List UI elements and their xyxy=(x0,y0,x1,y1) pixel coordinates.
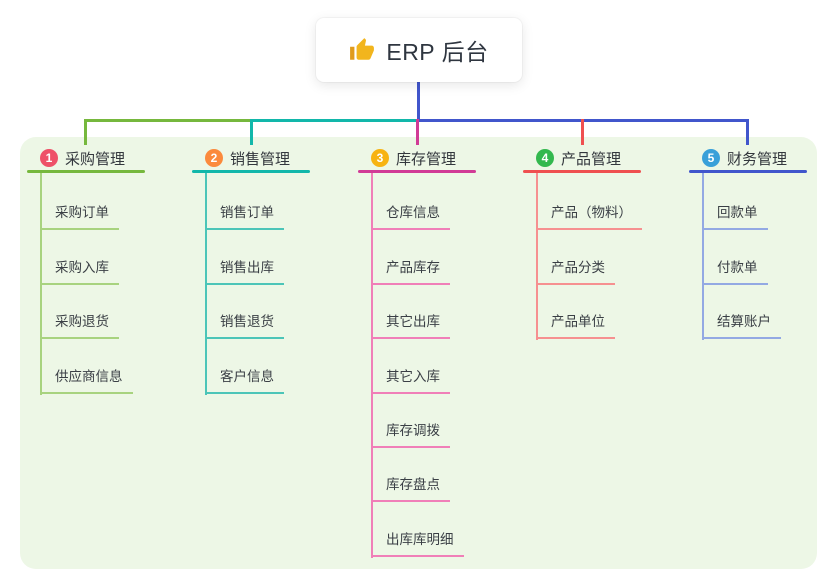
tree-leaf[interactable]: 付款单 xyxy=(702,256,768,285)
drop-connector-inventory xyxy=(416,119,419,145)
leaf-row: 产品单位 xyxy=(523,285,641,340)
branch-label: 产品管理 xyxy=(561,150,622,168)
tree-leaf[interactable]: 采购入库 xyxy=(40,256,119,285)
branch-underline xyxy=(358,170,476,173)
leaf-row: 供应商信息 xyxy=(27,339,145,394)
root-stem-connector xyxy=(417,82,420,122)
leaf-row: 其它入库 xyxy=(358,339,476,394)
connector-segment-purchase xyxy=(85,119,252,122)
branch-number-badge: 1 xyxy=(40,149,58,167)
tree-leaf[interactable]: 销售订单 xyxy=(205,201,284,231)
leaf-rows: 采购订单采购入库采购退货供应商信息 xyxy=(27,173,145,394)
branch-trunk-line xyxy=(371,173,373,558)
tree-leaf[interactable]: 产品（物料） xyxy=(536,201,642,231)
tree-leaf[interactable]: 结算账户 xyxy=(702,310,781,340)
branch-inventory-header[interactable]: 3 库存管理 xyxy=(358,146,476,170)
branch-underline xyxy=(689,170,807,173)
root-node[interactable]: ERP 后台 xyxy=(316,18,522,82)
tree-leaf[interactable]: 其它出库 xyxy=(371,310,450,340)
leaf-row: 客户信息 xyxy=(192,339,310,394)
branch-product-header[interactable]: 4 产品管理 xyxy=(523,146,641,170)
branch-sales-header[interactable]: 2 销售管理 xyxy=(192,146,310,170)
branch-trunk-line xyxy=(702,173,704,340)
leaf-row: 采购入库 xyxy=(27,230,145,285)
tree-leaf[interactable]: 产品分类 xyxy=(536,256,615,285)
tree-leaf[interactable]: 供应商信息 xyxy=(40,365,133,394)
leaf-row: 销售出库 xyxy=(192,230,310,285)
leaf-row: 付款单 xyxy=(689,230,807,285)
branch-product: 4 产品管理 产品（物料） 产品分类产品单位 xyxy=(523,146,642,340)
branch-underline xyxy=(523,170,641,173)
branch-finance: 5 财务管理 回款单付款单结算账户 xyxy=(689,146,807,340)
branch-trunk-line xyxy=(205,173,207,395)
branch-underline xyxy=(192,170,310,173)
branches-panel xyxy=(20,137,817,569)
leaf-row: 其它出库 xyxy=(358,285,476,340)
branch-label: 采购管理 xyxy=(65,150,126,168)
connector-segment-sales xyxy=(250,119,418,122)
leaf-row: 回款单 xyxy=(689,176,807,231)
tree-leaf[interactable]: 销售退货 xyxy=(205,310,284,340)
tree-leaf[interactable]: 采购订单 xyxy=(40,201,119,231)
leaf-rows: 销售订单销售出库销售退货客户信息 xyxy=(192,173,310,394)
drop-connector-finance xyxy=(746,119,749,145)
leaf-rows: 回款单付款单结算账户 xyxy=(689,173,807,340)
tree-leaf[interactable]: 回款单 xyxy=(702,201,768,231)
leaf-row: 库存盘点 xyxy=(358,448,476,503)
branch-underline xyxy=(27,170,145,173)
leaf-rows: 仓库信息产品库存其它出库其它入库库存调拨库存盘点出库库明细 xyxy=(358,173,476,557)
branch-purchase: 1 采购管理 采购订单采购入库采购退货供应商信息 xyxy=(27,146,145,395)
tree-leaf[interactable]: 其它入库 xyxy=(371,365,450,394)
root-node-title: ERP 后台 xyxy=(386,39,489,65)
leaf-row: 库存调拨 xyxy=(358,394,476,448)
tree-leaf[interactable]: 产品库存 xyxy=(371,256,450,285)
branch-trunk-line xyxy=(536,173,538,340)
branch-inventory: 3 库存管理 仓库信息产品库存其它出库其它入库库存调拨库存盘点出库库明细 xyxy=(358,146,476,558)
leaf-row: 仓库信息 xyxy=(358,176,476,231)
branch-label: 财务管理 xyxy=(727,150,788,168)
tree-leaf[interactable]: 仓库信息 xyxy=(371,201,450,231)
leaf-row: 出库库明细 xyxy=(358,502,476,557)
thumbs-up-icon xyxy=(350,38,375,60)
branch-trunk-line xyxy=(40,173,42,395)
drop-connector-sales xyxy=(250,119,253,145)
tree-leaf[interactable]: 库存盘点 xyxy=(371,473,450,503)
leaf-row: 采购退货 xyxy=(27,285,145,340)
leaf-row: 产品库存 xyxy=(358,230,476,285)
tree-leaf[interactable]: 出库库明细 xyxy=(371,528,464,557)
leaf-row: 采购订单 xyxy=(27,176,145,231)
drop-connector-product xyxy=(581,119,584,145)
branch-number-badge: 4 xyxy=(536,149,554,167)
branch-number-badge: 5 xyxy=(702,149,720,167)
leaf-row: 产品（物料） xyxy=(523,176,642,231)
branch-label: 销售管理 xyxy=(230,150,291,168)
leaf-row: 结算账户 xyxy=(689,285,807,340)
tree-leaf[interactable]: 销售出库 xyxy=(205,256,284,285)
drop-connector-purchase xyxy=(84,119,87,145)
tree-leaf[interactable]: 库存调拨 xyxy=(371,419,450,448)
tree-leaf[interactable]: 采购退货 xyxy=(40,310,119,340)
leaf-row: 产品分类 xyxy=(523,230,641,285)
tree-leaf[interactable]: 产品单位 xyxy=(536,310,615,340)
branch-sales: 2 销售管理 销售订单销售出库销售退货客户信息 xyxy=(192,146,310,395)
tree-leaf[interactable]: 客户信息 xyxy=(205,365,284,394)
branch-finance-header[interactable]: 5 财务管理 xyxy=(689,146,807,170)
branch-label: 库存管理 xyxy=(396,150,457,168)
branch-number-badge: 3 xyxy=(371,149,389,167)
branch-purchase-header[interactable]: 1 采购管理 xyxy=(27,146,145,170)
leaf-row: 销售订单 xyxy=(192,176,310,231)
leaf-row: 销售退货 xyxy=(192,285,310,340)
branch-number-badge: 2 xyxy=(205,149,223,167)
leaf-rows: 产品（物料） 产品分类产品单位 xyxy=(523,173,642,340)
